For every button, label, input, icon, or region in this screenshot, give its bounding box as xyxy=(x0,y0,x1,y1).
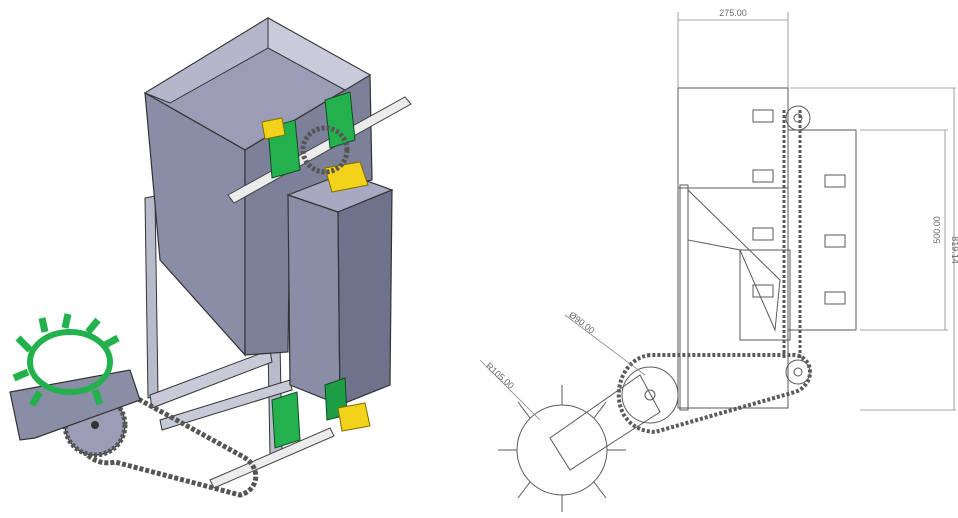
dim-diameter: Ø90.00 xyxy=(567,310,596,336)
wheel-arm-outline xyxy=(549,374,661,471)
hopper-outline xyxy=(677,87,789,409)
dim-width-top: 275.00 xyxy=(719,8,747,18)
seed-tube-outline xyxy=(787,129,857,331)
drawing-svg: 275.00 500.00 819.14 Ø90.00 R105.00 xyxy=(479,8,958,512)
dim-height-mid: 500.00 xyxy=(932,216,942,244)
yellow-bracket xyxy=(261,117,371,432)
wheel-icon xyxy=(12,313,120,407)
sprocket-icon xyxy=(300,125,350,175)
drive-chain-outline xyxy=(616,353,812,435)
isometric-view xyxy=(0,0,470,518)
dimension-lines xyxy=(479,12,956,421)
dim-height-total: 819.14 xyxy=(950,236,958,264)
frame-cross-bar-lower xyxy=(159,379,293,431)
dim-radius: R105.00 xyxy=(484,361,516,391)
seed-tube-box xyxy=(286,172,394,406)
top-sprocket-outline xyxy=(785,105,811,131)
frame-leg xyxy=(144,195,159,399)
hopper-slope xyxy=(687,188,781,332)
drive-sprocket-outline xyxy=(621,366,679,424)
isometric-model xyxy=(9,17,412,498)
engineering-drawing: 275.00 500.00 819.14 Ø90.00 R105.00 xyxy=(470,0,958,518)
frame-leg-outline xyxy=(679,184,689,411)
wheel-outline xyxy=(516,404,608,496)
